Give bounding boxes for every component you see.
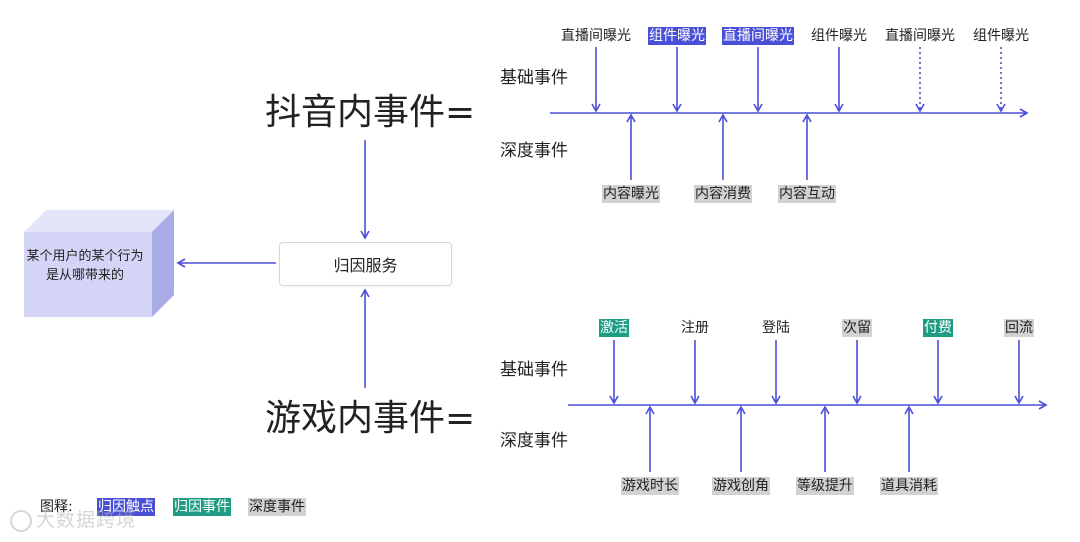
douyin-deep-event-label: 内容消费 xyxy=(694,185,752,203)
watermark-text: 大数据跨境 xyxy=(36,509,137,531)
douyin-deep-event-label: 内容互动 xyxy=(778,185,836,203)
douyin-basic-event-label: 直播间曝光 xyxy=(561,28,631,44)
game-deep-event-label: 游戏创角 xyxy=(712,477,770,495)
douyin-basic-events-label: 基础事件 xyxy=(500,68,568,88)
game-basic-event-label: 登陆 xyxy=(762,320,790,336)
douyin-events-title: 抖音内事件= xyxy=(265,92,476,133)
legend-item-attribution-event: 归因事件 xyxy=(173,498,231,516)
douyin-basic-event-label: 直播间曝光 xyxy=(885,28,955,44)
game-deep-event-label: 道具消耗 xyxy=(880,477,938,495)
game-basic-events-label: 基础事件 xyxy=(500,360,568,380)
douyin-basic-event-label: 组件曝光 xyxy=(811,28,867,44)
legend-title: 图释: xyxy=(40,499,73,515)
cube-side-face xyxy=(152,210,174,317)
attribution-service-box: 归因服务 xyxy=(279,242,452,286)
game-basic-event-label: 回流 xyxy=(1004,319,1034,337)
douyin-basic-event-label: 组件曝光 xyxy=(648,27,706,45)
cube-front-face xyxy=(24,232,152,317)
douyin-deep-event-label: 内容曝光 xyxy=(602,185,660,203)
cube-top-face xyxy=(24,210,174,232)
watermark: 大数据跨境 xyxy=(10,508,136,532)
game-basic-event-label: 注册 xyxy=(681,320,709,336)
legend-item-deep-event: 深度事件 xyxy=(248,498,306,516)
game-events-title: 游戏内事件= xyxy=(265,398,476,439)
game-basic-event-label: 次留 xyxy=(842,319,872,337)
douyin-basic-event-label: 组件曝光 xyxy=(973,28,1029,44)
douyin-deep-events-label: 深度事件 xyxy=(500,141,568,161)
douyin-basic-event-label: 直播间曝光 xyxy=(722,27,794,45)
game-deep-event-label: 游戏时长 xyxy=(621,477,679,495)
watermark-logo-icon xyxy=(10,509,32,532)
attribution-service-label: 归因服务 xyxy=(333,256,398,275)
game-deep-event-label: 等级提升 xyxy=(796,477,854,495)
game-basic-event-label: 激活 xyxy=(599,319,629,337)
game-deep-events-label: 深度事件 xyxy=(500,431,568,451)
attribution-result-text: 某个用户的某个行为是从哪带来的 xyxy=(26,249,144,283)
game-basic-event-label: 付费 xyxy=(923,319,953,337)
legend-item-attribution-touchpoint: 归因触点 xyxy=(97,498,155,516)
